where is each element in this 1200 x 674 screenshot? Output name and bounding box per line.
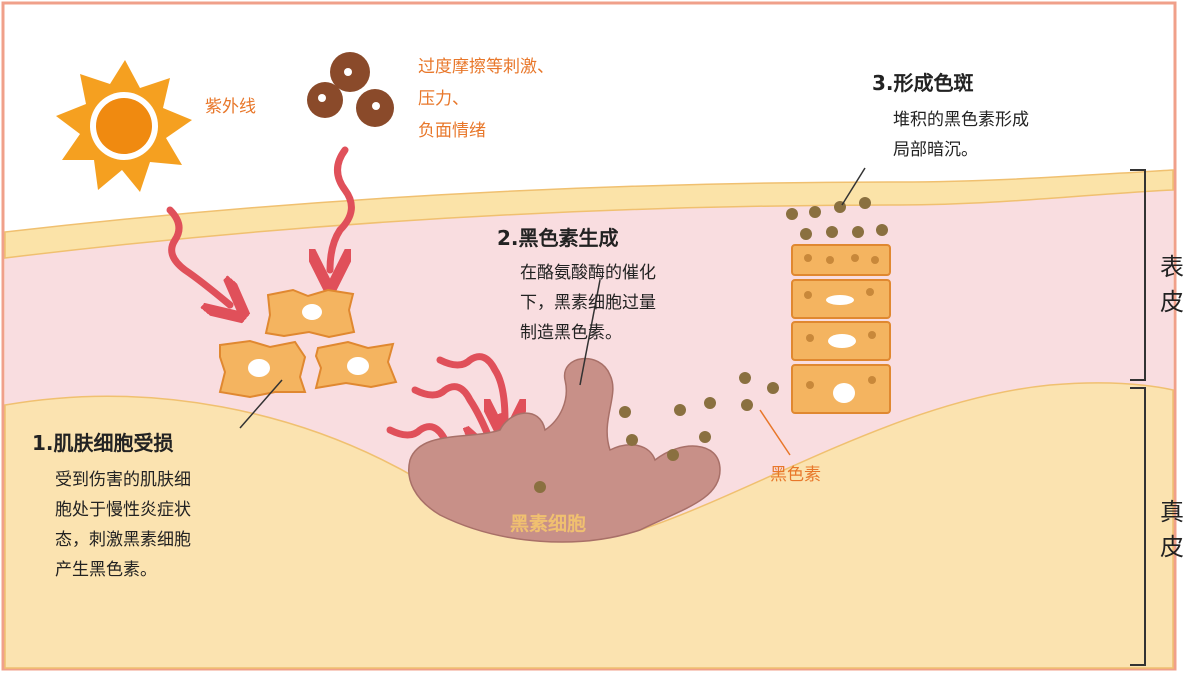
melanin-pointer (759, 409, 791, 456)
step3-title: 3.形成色斑 (872, 71, 974, 95)
step3-description: 堆积的黑色素形成 局部暗沉。 (893, 110, 1034, 160)
sun-icon (56, 60, 192, 192)
epidermis-label: 表 皮 (1160, 253, 1192, 316)
damage-arrows (166, 146, 505, 480)
step1-title: 1.肌肤细胞受损 (32, 431, 174, 455)
step2-description: 在酪氨酸酶的催化 下，黑素细胞过量 制造黑色素。 (520, 263, 661, 343)
melanin-granules (534, 197, 888, 493)
uv-label: 紫外线 (205, 97, 256, 117)
uv-arrow (166, 206, 230, 305)
irritant-particles-icon (307, 52, 394, 127)
step1-description: 受到伤害的肌肤细 胞处于慢性炎症状 态，刺激黑素细胞 产生黑色素。 (55, 470, 196, 580)
step2-title: 2.黑色素生成 (497, 226, 619, 250)
step2-pointer (579, 279, 601, 386)
step1-pointer (239, 379, 283, 429)
step3-pointer (841, 167, 866, 206)
dermis-bracket (1130, 387, 1146, 666)
epidermis-bracket (1130, 169, 1146, 381)
melanocyte-cell (408, 358, 721, 543)
stratum-corneum (4, 169, 1174, 259)
dermis-label: 真 皮 (1160, 498, 1192, 561)
melanocyte-label: 黑素细胞 (510, 512, 586, 535)
melanin-label: 黑色素 (770, 465, 821, 485)
stress-label: 过度摩擦等刺激、 压力、 负面情绪 (418, 57, 559, 141)
stress-arrow (330, 146, 355, 270)
